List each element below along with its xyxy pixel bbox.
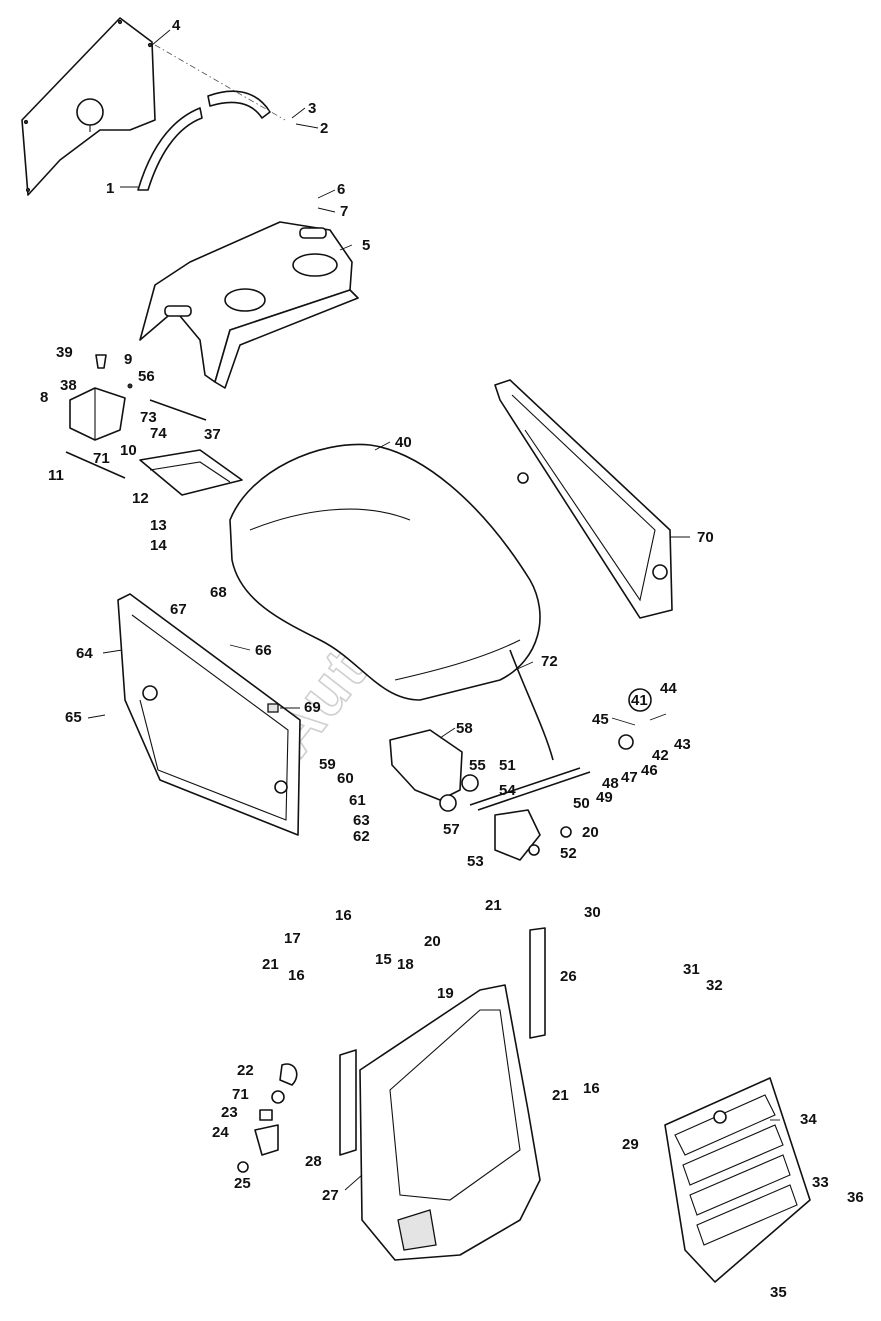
callout-21-a: 21	[485, 897, 502, 914]
callout-35: 35	[770, 1284, 787, 1301]
leader-lines	[87, 29, 780, 1191]
callout-46: 46	[641, 762, 658, 779]
callout-6: 6	[337, 181, 345, 198]
callout-3: 3	[308, 100, 316, 117]
callout-54: 54	[499, 782, 516, 799]
callout-labels: 1 2 3 4 5 6 7 8 9 10 11 12 13 14 15 16 1…	[40, 17, 864, 1301]
callout-30: 30	[584, 904, 601, 921]
callout-34: 34	[800, 1111, 817, 1128]
part-right-side-door	[494, 379, 673, 619]
callout-58: 58	[456, 720, 473, 737]
callout-49: 49	[596, 789, 613, 806]
callout-29: 29	[622, 1136, 639, 1153]
callout-16-b: 16	[288, 967, 305, 984]
callout-56: 56	[138, 368, 155, 385]
callout-36: 36	[847, 1189, 864, 1206]
callout-33: 33	[812, 1174, 829, 1191]
callout-55: 55	[469, 757, 486, 774]
callout-53: 53	[467, 853, 484, 870]
part-lower-left-hardware	[237, 1063, 298, 1173]
callout-41-circle	[628, 688, 652, 712]
callout-31: 31	[683, 961, 700, 978]
callout-26: 26	[560, 968, 577, 985]
callout-13: 13	[150, 517, 167, 534]
part-hinge-assembly	[389, 649, 634, 861]
callout-10: 10	[120, 442, 137, 459]
callout-21-c: 21	[552, 1087, 569, 1104]
callout-44: 44	[660, 680, 677, 697]
callout-45: 45	[592, 711, 609, 728]
callout-18: 18	[397, 956, 414, 973]
part-top-cover	[139, 221, 359, 389]
callout-19: 19	[437, 985, 454, 1002]
callout-20-a: 20	[424, 933, 441, 950]
callout-20-b: 20	[582, 824, 599, 841]
callout-57: 57	[443, 821, 460, 838]
callout-38: 38	[60, 377, 77, 394]
part-side-cover-plate	[21, 17, 156, 196]
callout-24: 24	[212, 1124, 229, 1141]
callout-69: 69	[304, 699, 321, 716]
callout-70: 70	[697, 529, 714, 546]
callout-42: 42	[652, 747, 669, 764]
callout-7: 7	[340, 203, 348, 220]
callout-48: 48	[602, 775, 619, 792]
part-left-side-door	[117, 593, 301, 836]
callout-68: 68	[210, 584, 227, 601]
callout-63: 63	[353, 812, 370, 829]
callout-66: 66	[255, 642, 272, 659]
callout-12: 12	[132, 490, 149, 507]
callout-8: 8	[40, 389, 48, 406]
callout-16-c: 16	[583, 1080, 600, 1097]
callout-40: 40	[395, 434, 412, 451]
callout-61: 61	[349, 792, 366, 809]
callout-47: 47	[621, 769, 638, 786]
callout-73: 73	[140, 409, 157, 426]
callout-62: 62	[353, 828, 370, 845]
callout-41: 41	[631, 692, 648, 709]
callout-22: 22	[237, 1062, 254, 1079]
callout-59: 59	[319, 756, 336, 773]
callout-23: 23	[221, 1104, 238, 1121]
callout-71-b: 71	[232, 1086, 249, 1103]
callout-2: 2	[320, 120, 328, 137]
callout-43: 43	[674, 736, 691, 753]
callout-71-a: 71	[93, 450, 110, 467]
callout-32: 32	[706, 977, 723, 994]
callout-5: 5	[362, 237, 370, 254]
callout-11: 11	[48, 467, 64, 484]
callout-60: 60	[337, 770, 354, 787]
callout-25: 25	[234, 1175, 251, 1192]
callout-72: 72	[541, 653, 558, 670]
callout-9: 9	[124, 351, 132, 368]
callout-64: 64	[76, 645, 93, 662]
part-hood-latch-bracket	[65, 354, 243, 496]
part-front-grille	[664, 1077, 811, 1283]
callout-16-a: 16	[335, 907, 352, 924]
callout-4: 4	[172, 17, 181, 34]
part-arch-strip	[137, 90, 271, 191]
callout-14: 14	[150, 537, 167, 554]
callout-1: 1	[106, 180, 114, 197]
part-hood-main	[229, 443, 541, 701]
callout-39: 39	[56, 344, 73, 361]
callout-28: 28	[305, 1153, 322, 1170]
callout-74: 74	[150, 425, 167, 442]
callout-65: 65	[65, 709, 82, 726]
callout-27: 27	[322, 1187, 339, 1204]
part-front-frame	[339, 927, 546, 1261]
callout-52: 52	[560, 845, 577, 862]
callout-21-b: 21	[262, 956, 279, 973]
callout-50: 50	[573, 795, 590, 812]
callout-51: 51	[499, 757, 516, 774]
callout-17: 17	[284, 930, 301, 947]
callout-67: 67	[170, 601, 187, 618]
callout-37: 37	[204, 426, 221, 443]
callout-15: 15	[375, 951, 392, 968]
